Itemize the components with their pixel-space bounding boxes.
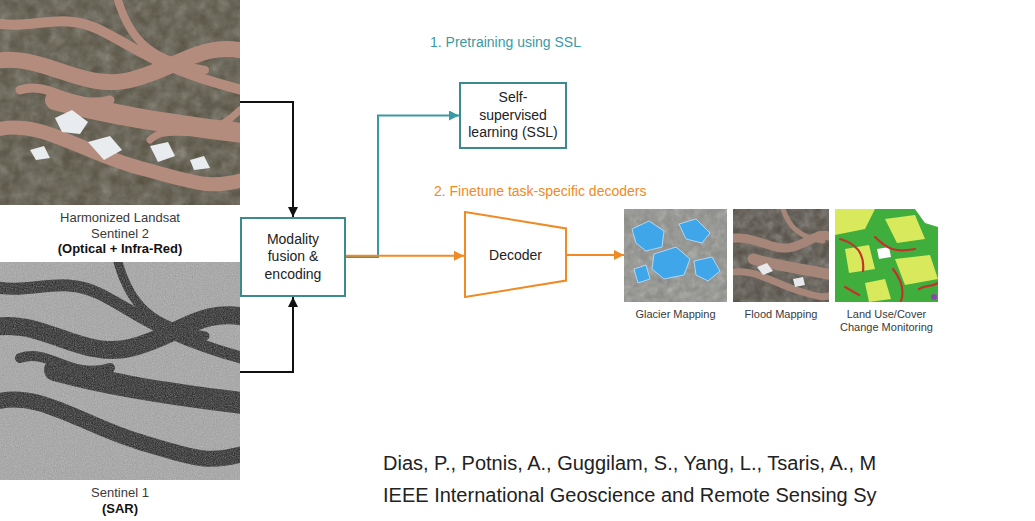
caption-text: Flood Mapping [733,308,829,321]
caption-text: Glacier Mapping [626,308,726,321]
node-label: Modality fusion & encoding [248,231,338,284]
step-label: 2. Finetune task-specific decoders [434,183,646,199]
flood-map-image [733,209,829,302]
citation-text: Dias, P., Potnis, A., Guggilam, S., Yang… [383,452,876,475]
image-panel: Harmonized Landsat Sentinel 2(Optical + … [0,0,240,205]
caption-subtext: (Optical + Infra-Red) [35,241,205,257]
caption-text: Sentinel 1 [35,485,205,501]
node-label: Self-supervised learning (SSL) [467,89,559,142]
image-panel: Flood Mapping [733,209,829,302]
citation-text: IEEE International Geoscience and Remote… [383,484,877,507]
image-panel: Land Use/Cover Change Monitoring [835,209,938,302]
optical-image [0,0,240,205]
image-caption: Glacier Mapping [626,308,726,321]
image-caption: Flood Mapping [733,308,829,321]
flow-arrow [346,255,464,257]
sar-image [0,262,240,480]
process-box: Self-supervised learning (SSL) [459,82,567,149]
process-box: Modality fusion & encoding [240,217,346,297]
caption-subtext: (SAR) [35,501,205,517]
land-use-map-image [835,209,938,302]
node-label: Decoder [489,247,542,263]
image-caption: Harmonized Landsat Sentinel 2(Optical + … [35,210,205,257]
node-text-group: Decoder [489,247,542,263]
node-text-group: Modality fusion & encoding [248,231,338,284]
caption-text: Harmonized Landsat Sentinel 2 [35,210,205,241]
decoder-trapezoid: Decoder [464,211,567,298]
image-panel: Sentinel 1(SAR) [0,262,240,480]
flow-arrow [567,254,624,256]
image-panel: Glacier Mapping [624,209,727,302]
glacier-map-image [624,209,727,302]
image-caption: Sentinel 1(SAR) [35,485,205,516]
caption-text: Land Use/Cover Change Monitoring [837,308,937,334]
flow-arrow [240,297,293,372]
step-label: 1. Pretraining using SSL [430,34,581,50]
node-text-group: Self-supervised learning (SSL) [467,89,559,142]
image-caption: Land Use/Cover Change Monitoring [837,308,937,334]
flow-arrow [240,102,293,217]
